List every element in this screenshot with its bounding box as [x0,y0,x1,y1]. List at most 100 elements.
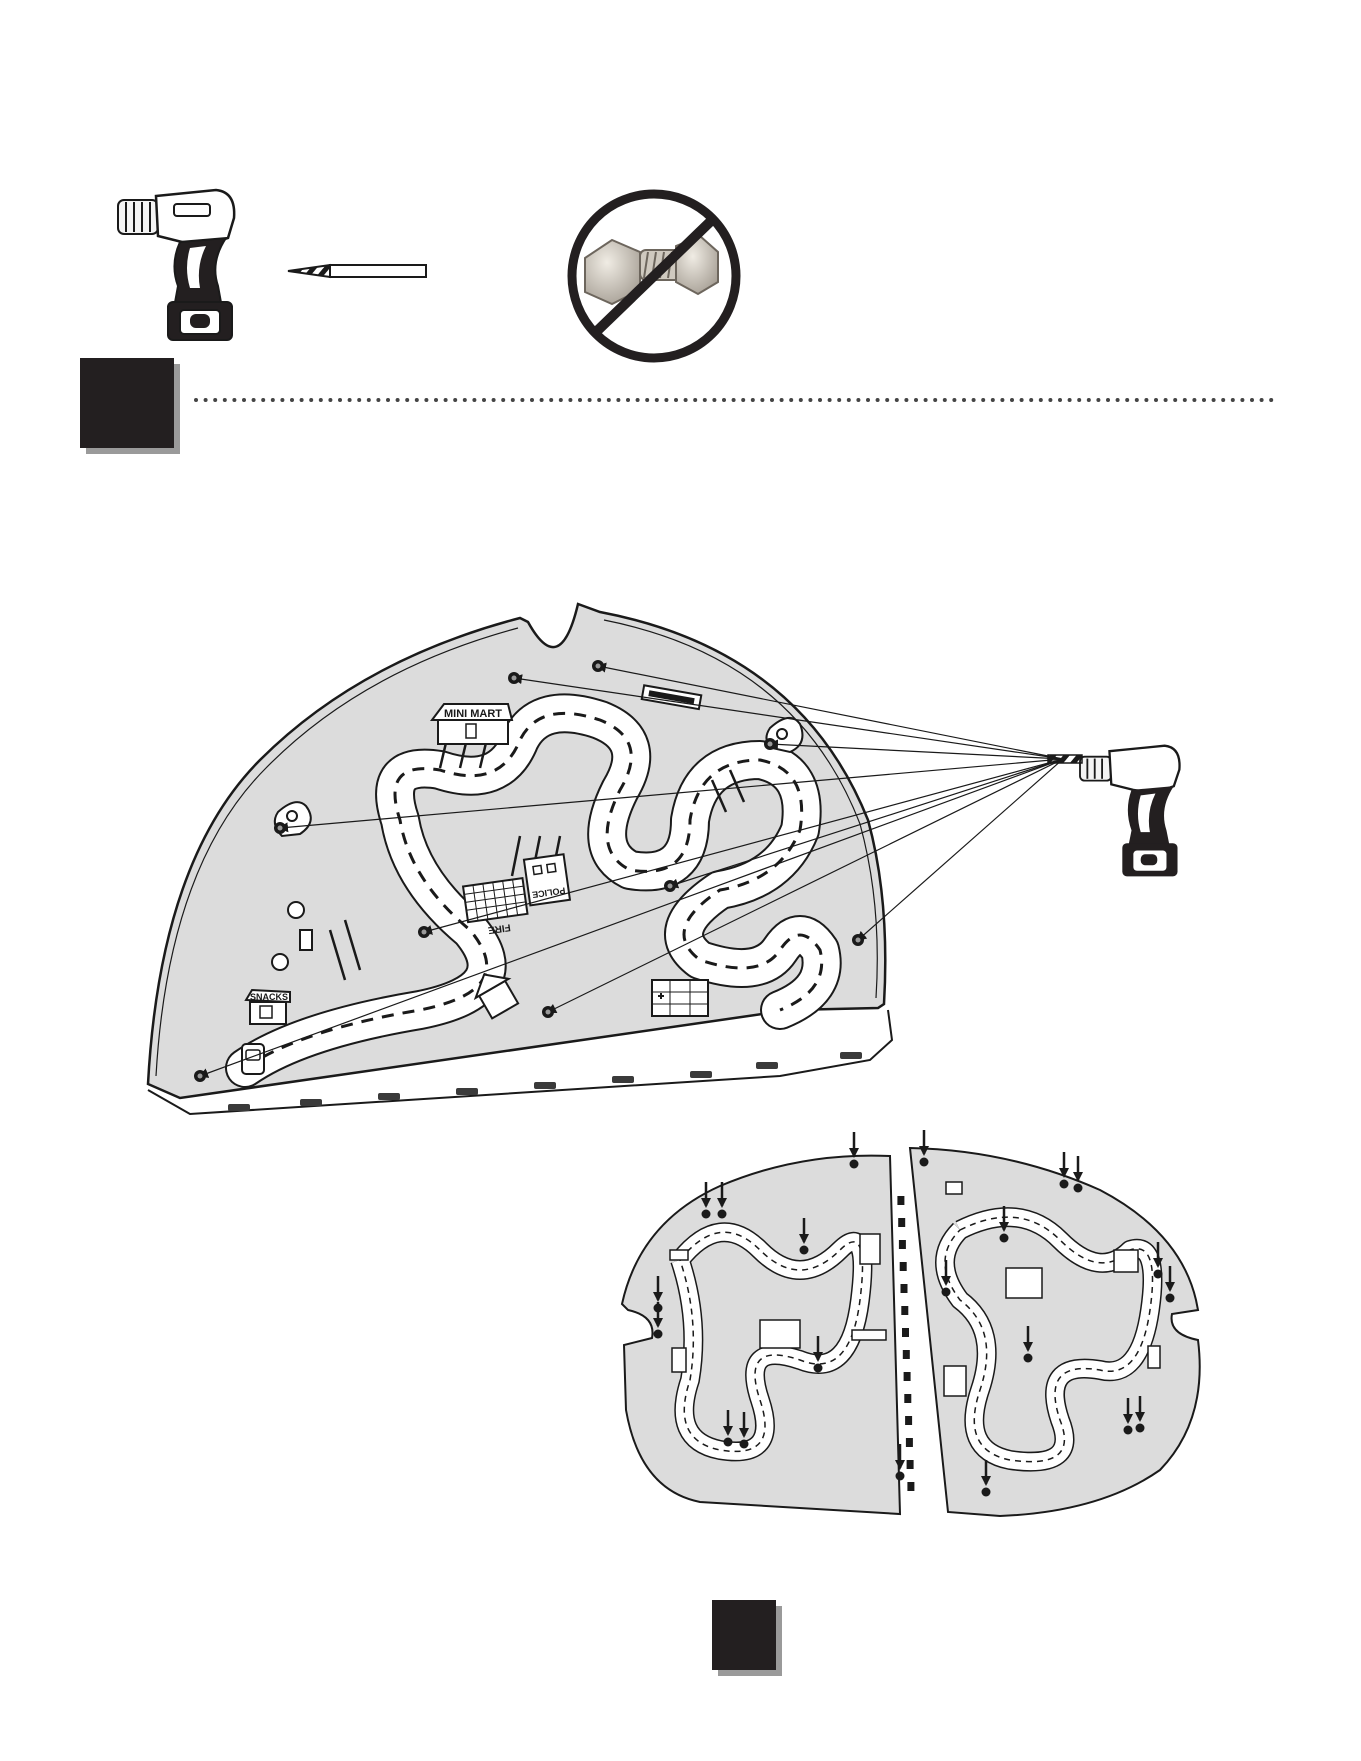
joint-tooth [903,1350,910,1359]
screw-hole [1154,1270,1163,1279]
screw-hole-center [512,676,517,681]
separator-dot [568,398,572,402]
separator-dot [501,398,505,402]
separator-dot [386,398,390,402]
separator-dot [453,398,457,402]
separator-dot [463,398,467,402]
no-nut-bolt-icon [572,194,736,358]
separator-dot [357,398,361,402]
separator-dot [818,398,822,402]
separator-dot [1048,398,1052,402]
joint-tooth [898,1218,905,1227]
separator-dot [1029,398,1033,402]
separator-dot [1077,398,1081,402]
screw-hole [1024,1354,1033,1363]
separator-dot [280,398,284,402]
dotted-separator [194,398,1273,402]
separator-dot [895,398,899,402]
separator-dot [914,398,918,402]
separator-dot [223,398,227,402]
joint-tooth [899,1240,906,1249]
separator-dot [530,398,534,402]
separator-dot [991,398,995,402]
separator-dot [232,398,236,402]
separator-dot [924,398,928,402]
separator-dot [962,398,966,402]
separator-dot [751,398,755,402]
separator-dot [943,398,947,402]
separator-dot [328,398,332,402]
joint-tooth [900,1262,907,1271]
separator-dot [664,398,668,402]
separator-dot [300,398,304,402]
separator-dot [866,398,870,402]
separator-dot [1000,398,1004,402]
separator-dot [636,398,640,402]
separator-dot [1212,398,1216,402]
separator-dot [933,398,937,402]
screw-hole [740,1440,749,1449]
panel-foot [300,1099,322,1106]
screw-hole-center [278,826,283,831]
joint-tooth [901,1306,908,1315]
separator-dot [808,398,812,402]
panel-foot [456,1088,478,1095]
separator-dot [1116,398,1120,402]
separator-dot [511,398,515,402]
snacks-stand: SNACKS [246,990,290,1024]
cordless-drill-icon-pointing [1080,746,1180,877]
separator-dot [588,398,592,402]
drill-bit-icon [288,265,426,277]
separator-dot [741,398,745,402]
screw-hole [942,1288,951,1297]
screw-hole [1060,1180,1069,1189]
screw-hole-center [596,664,601,669]
separator-dot [760,398,764,402]
screw-hole [850,1160,859,1169]
joint-tooth [904,1394,911,1403]
screw-hole [724,1438,733,1447]
separator-dot [597,398,601,402]
separator-dot [972,398,976,402]
screw-hole-center [546,1010,551,1015]
screw-hole [1166,1294,1175,1303]
separator-dot [242,398,246,402]
separator-dot [981,398,985,402]
screw-hole-center [198,1074,203,1079]
screw-hole [814,1364,823,1373]
separator-dot [684,398,688,402]
separator-dot [415,398,419,402]
separator-dot [789,398,793,402]
play-mat-panel: MINI MART POLICE FIRE SNACKS [148,604,1063,1114]
separator-dot [1269,398,1273,402]
separator-dot [1173,398,1177,402]
separator-dot [492,398,496,402]
panel-foot [228,1104,250,1111]
separator-dot [559,398,563,402]
panel-foot [612,1076,634,1083]
separator-dot [194,398,198,402]
panel-foot [840,1052,862,1059]
panel-foot [534,1082,556,1089]
panel-foot [378,1093,400,1100]
screw-hole [1074,1184,1083,1193]
separator-dot [712,398,716,402]
mini-mart-sign: MINI MART [444,708,502,720]
joint-tooth [905,1416,912,1425]
separator-dot [1010,398,1014,402]
hospital-building [652,980,708,1016]
separator-dot [770,398,774,402]
separator-dot [396,398,400,402]
separator-dot [367,398,371,402]
separator-dot [1106,398,1110,402]
separator-dot [261,398,265,402]
screw-hole [800,1246,809,1255]
separator-dot [952,398,956,402]
separator-dot [799,398,803,402]
page-number-box [712,1600,782,1676]
separator-dot [1164,398,1168,402]
screw-hole [1124,1426,1133,1435]
joint-tooth [907,1482,914,1491]
separator-dot [271,398,275,402]
